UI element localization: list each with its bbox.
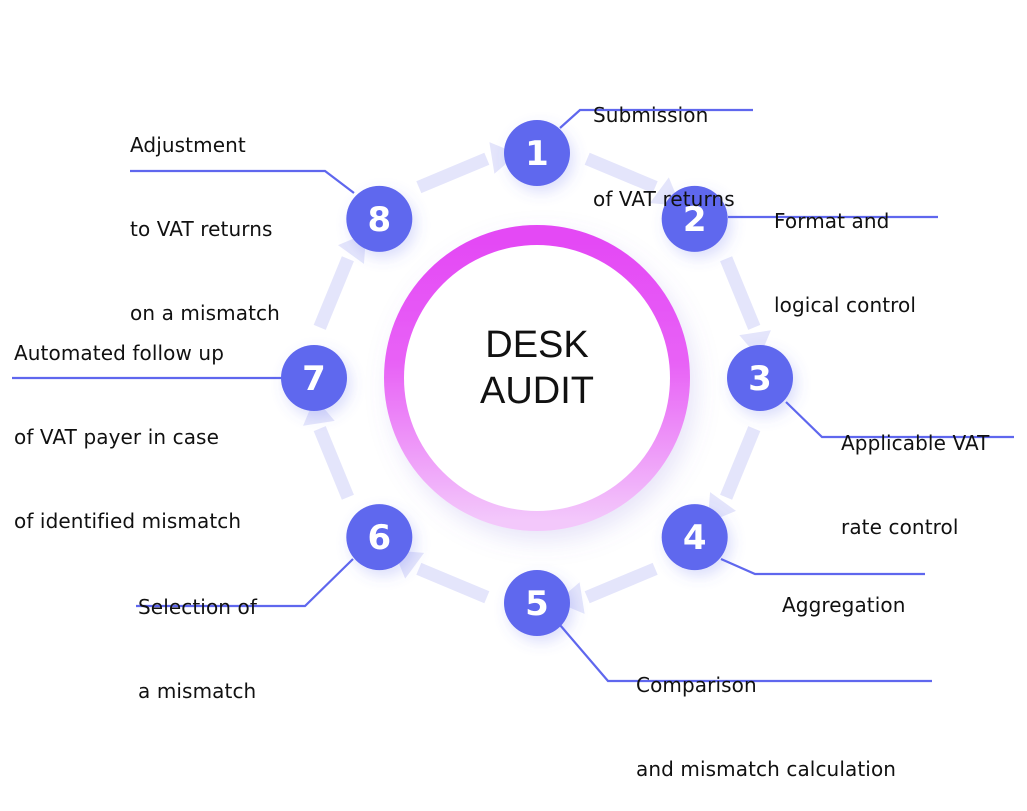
step-number: 1	[525, 134, 549, 174]
step-5-label-line: and mismatch calculation	[636, 757, 897, 781]
step-4-leader-line	[720, 557, 925, 576]
step-8-label: Adjustment to VAT returns on a mismatch	[130, 75, 280, 355]
step-8-leader-line	[130, 169, 355, 194]
step-circles: 1 2 3 4 5 6 7 8	[281, 120, 793, 636]
step-6-leader-line	[136, 558, 354, 608]
step-2-label-line: logical control	[774, 293, 917, 317]
step-2-label-line: Format and	[774, 209, 890, 233]
step-8-badge: 8	[346, 185, 413, 252]
step-5-badge: 5	[504, 570, 570, 636]
step-6-label-line: Selection of	[138, 595, 258, 619]
step-6-label: Selection of a mismatch	[138, 537, 257, 733]
flow-arrow-icon	[556, 562, 658, 614]
step-8-label-line: to VAT returns	[130, 217, 273, 241]
step-1-leader-line	[559, 108, 753, 129]
step-number: 5	[525, 584, 549, 624]
step-2-badge: 2	[661, 185, 728, 252]
center-title-line2: AUDIT	[480, 370, 594, 412]
step-1-label-line: of VAT returns	[593, 187, 735, 211]
center-ring	[384, 225, 690, 531]
desk-audit-diagram: 1 2 3 4 5 6 7 8	[12, 108, 1014, 683]
step-circle	[281, 345, 347, 411]
step-4-label-line: Aggregation	[782, 593, 906, 617]
step-6-badge: 6	[346, 504, 413, 571]
step-7-badge: 7	[281, 345, 347, 411]
step-3-label: Applicable VAT rate control	[841, 373, 990, 569]
step-circle	[661, 504, 728, 571]
step-7-label-line: of identified mismatch	[14, 509, 242, 533]
step-circle	[504, 570, 570, 636]
step-1-badge: 1	[504, 120, 570, 186]
step-number: 3	[748, 359, 772, 399]
center-title: DESK AUDIT	[437, 322, 637, 414]
step-5-label: Comparison and mismatch calculation	[636, 615, 896, 811]
step-5-leader-line	[559, 624, 932, 683]
step-4-badge: 4	[661, 504, 728, 571]
step-number: 4	[683, 518, 707, 558]
step-4-label: Aggregation	[782, 535, 906, 647]
step-3-leader-line	[785, 401, 1014, 439]
step-3-badge: 3	[727, 345, 793, 411]
step-6-label-line: a mismatch	[138, 679, 257, 703]
step-number: 7	[302, 359, 326, 399]
step-8-label-line: on a mismatch	[130, 301, 280, 325]
flow-arrow-icon	[303, 397, 354, 500]
step-number: 2	[683, 200, 707, 240]
step-5-label-line: Comparison	[636, 673, 757, 697]
step-2-label: Format and logical control	[774, 151, 916, 347]
leader-lines	[12, 108, 1014, 683]
step-circle	[346, 185, 413, 252]
step-7-label-line: Automated follow up	[14, 341, 224, 365]
step-circle	[504, 120, 570, 186]
step-3-label-line: Applicable VAT	[841, 431, 990, 455]
flow-arrow-icon	[393, 550, 490, 604]
step-1-label-line: Submission	[593, 103, 709, 127]
step-circle	[346, 504, 413, 571]
step-1-label: Submission of VAT returns	[593, 45, 735, 241]
step-8-label-line: Adjustment	[130, 133, 246, 157]
step-7-label-line: of VAT payer in case	[14, 425, 219, 449]
step-7-label: Automated follow up of VAT payer in case…	[14, 283, 241, 563]
flow-arrow-icon	[720, 256, 771, 359]
step-circle	[661, 185, 728, 252]
step-circle	[727, 345, 793, 411]
flow-arrow-icon	[416, 142, 518, 194]
center-title-line1: DESK	[485, 324, 589, 366]
step-number: 8	[367, 200, 391, 240]
flow-arrow-icon	[707, 426, 761, 523]
step-number: 6	[367, 518, 391, 558]
step-3-label-line: rate control	[841, 515, 959, 539]
flow-arrow-icon	[313, 233, 367, 330]
